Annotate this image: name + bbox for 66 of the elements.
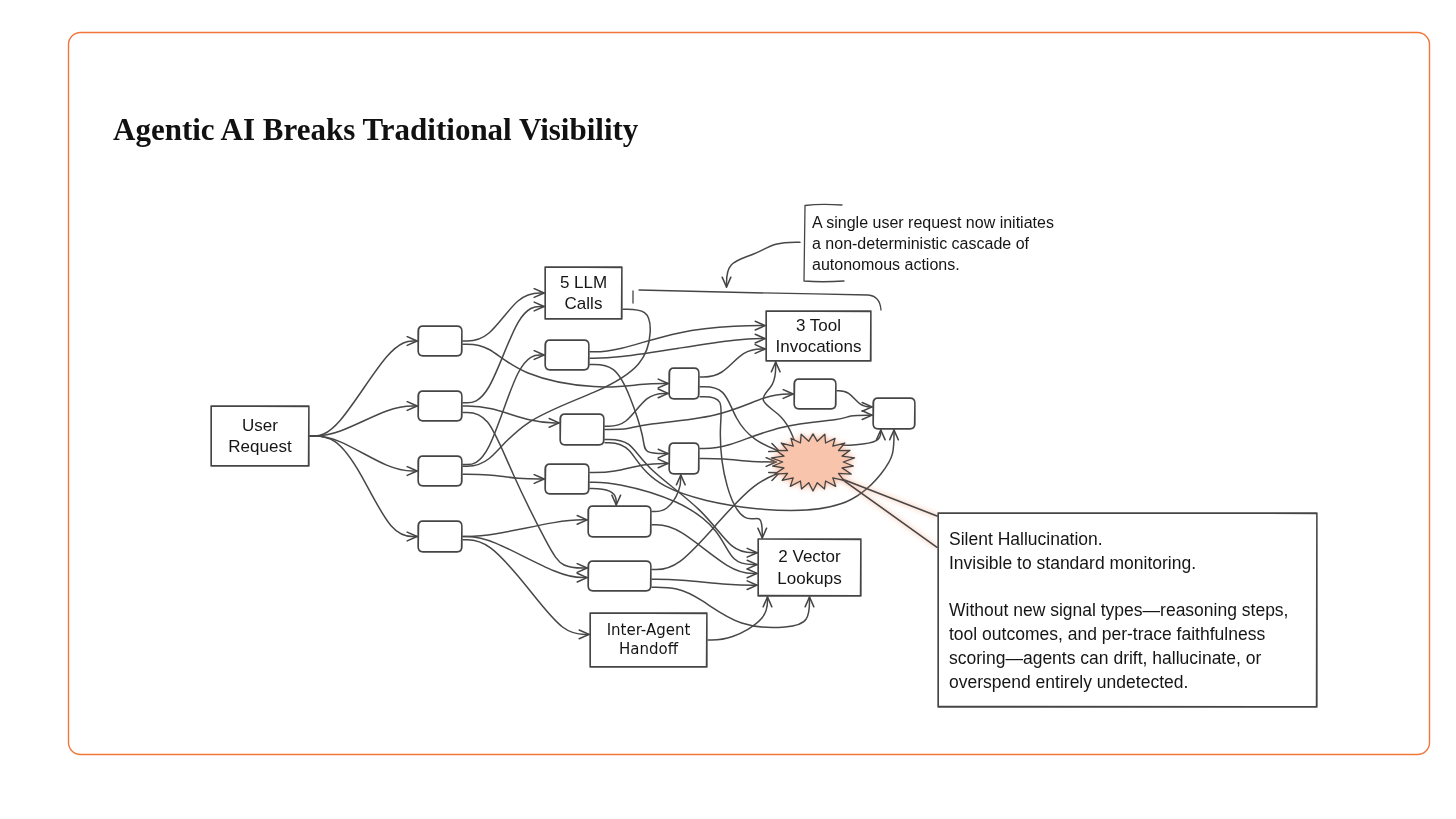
bracket <box>630 287 884 312</box>
arrow <box>462 473 545 485</box>
arrow <box>589 320 766 353</box>
starburst-shape <box>770 432 856 492</box>
arrow <box>651 578 758 591</box>
connector-line <box>462 308 651 467</box>
arrow <box>462 539 590 640</box>
step-box <box>544 463 590 495</box>
callout-text: Without new signal types—reasoning steps, tool outcomes, and per-trace faithfulness scoring—agents can drift, hallucinate, or overspend entirely undetected. <box>949 599 1290 694</box>
callout-text: Invisible to standard monitoring. <box>949 552 1198 575</box>
node-label: 3 Tool Invocations <box>774 314 863 358</box>
step-box <box>872 397 916 430</box>
step-box <box>544 339 590 371</box>
arrow <box>462 535 588 583</box>
arrow <box>699 456 777 468</box>
step-box <box>668 442 700 475</box>
arrow <box>699 395 768 539</box>
process-box <box>544 266 623 320</box>
process-box <box>757 538 862 597</box>
annotation-text: A single user request now initiates a non-deterministic cascade of autonomous actions. <box>812 212 1055 275</box>
arrow <box>462 349 545 466</box>
title: Agentic AI Breaks Traditional Visibility <box>113 111 639 149</box>
arrow <box>604 388 794 431</box>
arrow <box>589 481 758 570</box>
arrow <box>651 524 758 579</box>
arrow <box>699 410 873 450</box>
step-box <box>559 413 605 446</box>
arrow <box>589 363 669 459</box>
node-label: 5 LLM Calls <box>558 271 609 315</box>
node-label: User Request <box>227 414 293 458</box>
step-box <box>668 367 700 400</box>
arrow <box>651 471 781 571</box>
step-box <box>417 390 463 422</box>
arrow <box>604 438 758 558</box>
step-box <box>587 505 652 538</box>
callout-text: Silent Hallucination. <box>949 528 1104 551</box>
process-box <box>589 612 708 668</box>
step-box <box>587 560 652 592</box>
callout-box <box>937 512 1318 708</box>
arrow <box>462 301 545 404</box>
step-box <box>793 378 837 410</box>
arrow <box>462 405 560 429</box>
process-box <box>765 310 872 362</box>
arrow <box>309 435 418 542</box>
arrow <box>651 586 815 629</box>
arrow <box>462 287 545 342</box>
node-label: Inter-Agent Handoff <box>605 621 692 659</box>
arrow <box>604 429 900 512</box>
arrow <box>589 487 622 506</box>
arrow <box>699 343 766 378</box>
step-box <box>417 455 463 487</box>
arrow <box>651 474 686 513</box>
arrow <box>462 411 588 574</box>
arrow <box>707 596 773 641</box>
step-box <box>417 325 463 357</box>
node-label: 2 Vector Lookups <box>776 546 843 589</box>
step-box <box>417 520 463 553</box>
arrow <box>836 390 873 413</box>
process-box <box>210 405 310 467</box>
arrow <box>589 458 669 474</box>
arrow <box>462 343 669 389</box>
leader-arrow <box>721 241 801 288</box>
arrow <box>699 386 781 453</box>
arrow <box>589 333 766 359</box>
arrow <box>762 361 795 441</box>
arrow <box>604 388 669 427</box>
